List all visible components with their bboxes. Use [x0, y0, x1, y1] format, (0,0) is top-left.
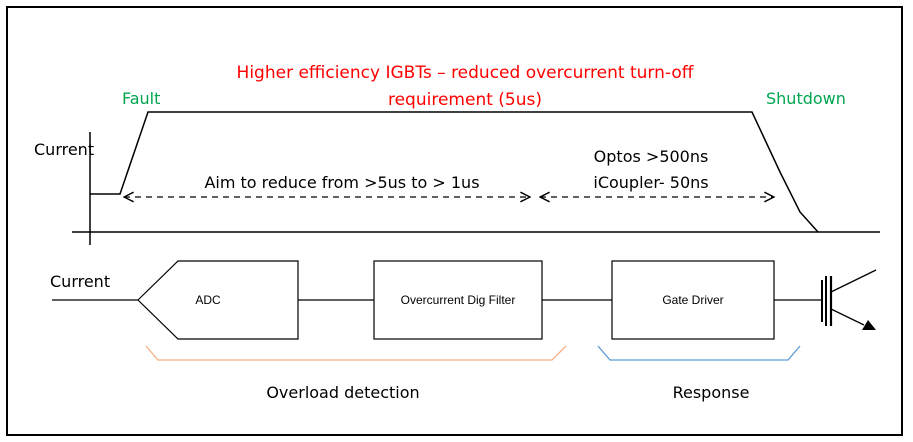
fault-label: Fault	[122, 89, 160, 108]
headline-line-2: requirement (5us)	[388, 90, 542, 110]
current-waveform	[90, 111, 819, 233]
overcurrent-filter-label: Overcurrent Dig Filter	[401, 293, 516, 307]
overload-detection-label: Overload detection	[266, 383, 419, 402]
icoupler-label: iCoupler- 50ns	[593, 173, 708, 192]
adc-label: ADC	[195, 293, 221, 307]
gate-driver-label: Gate Driver	[662, 293, 723, 307]
headline-line-1: Higher efficiency IGBTs – reduced overcu…	[237, 63, 695, 83]
overcurrent-filter-block	[373, 260, 543, 340]
chain-input-label: Current	[50, 272, 110, 291]
current-axis-label: Current	[34, 140, 94, 159]
optos-label: Optos >500ns	[594, 147, 709, 166]
shutdown-label: Shutdown	[766, 89, 846, 108]
gate-driver-block	[611, 260, 775, 340]
response-label: Response	[673, 383, 750, 402]
diagram-frame	[6, 6, 903, 436]
overload-bracket	[145, 345, 567, 361]
response-bracket	[597, 345, 801, 361]
igbt-icon	[821, 269, 877, 330]
aim-label: Aim to reduce from >5us to > 1us	[204, 173, 479, 192]
